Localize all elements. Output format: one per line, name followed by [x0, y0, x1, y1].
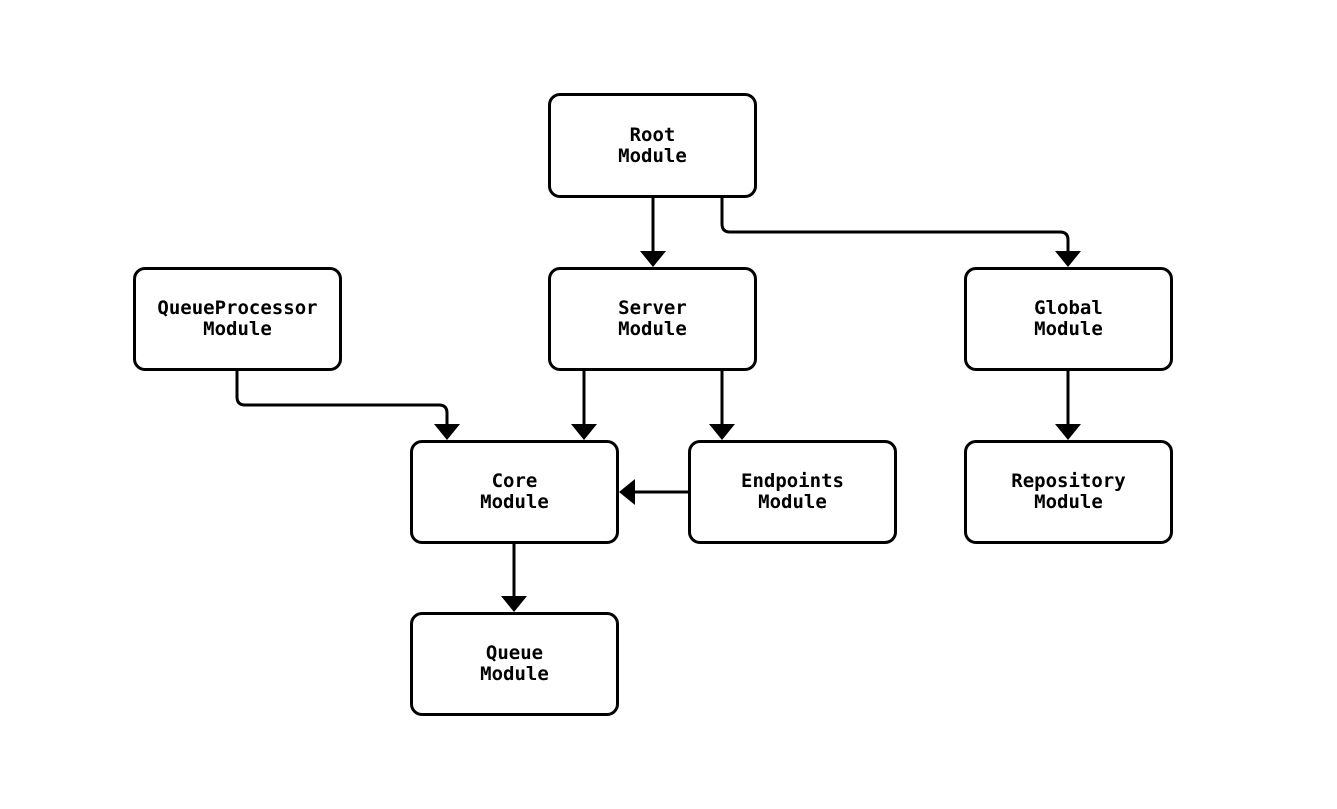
- arrowhead-root-to-global: [1055, 251, 1081, 267]
- node-label: Server Module: [618, 297, 687, 340]
- node-label: QueueProcessor Module: [157, 297, 318, 340]
- node-core-module[interactable]: Core Module: [410, 440, 619, 544]
- node-repository-module[interactable]: Repository Module: [964, 440, 1173, 544]
- node-server-module[interactable]: Server Module: [548, 267, 757, 371]
- node-global-module[interactable]: Global Module: [964, 267, 1173, 371]
- arrowhead-root-to-server: [640, 251, 666, 267]
- arrowhead-queueprocessor-to-core: [434, 424, 460, 440]
- node-label: Endpoints Module: [741, 470, 844, 513]
- arrowhead-endpoints-to-core: [619, 479, 635, 505]
- arrowhead-global-to-repository: [1055, 424, 1081, 440]
- edge-queueprocessor-to-core: [235, 371, 449, 424]
- node-label: Repository Module: [1011, 470, 1126, 513]
- node-label: Root Module: [618, 123, 687, 167]
- node-endpoints-module[interactable]: Endpoints Module: [688, 440, 897, 544]
- node-queue-module[interactable]: Queue Module: [410, 612, 619, 716]
- edge-root-to-global: [720, 198, 1070, 251]
- node-label: Global Module: [1034, 297, 1103, 340]
- node-queueprocessor-module[interactable]: QueueProcessor Module: [133, 267, 342, 371]
- node-label: Core Module: [480, 470, 549, 513]
- arrowhead-core-to-queue: [501, 596, 527, 612]
- arrowhead-server-to-endpoints: [709, 424, 735, 440]
- node-root-module[interactable]: Root Module: [548, 93, 757, 198]
- node-label: Queue Module: [480, 642, 549, 685]
- arrowhead-server-to-core: [571, 424, 597, 440]
